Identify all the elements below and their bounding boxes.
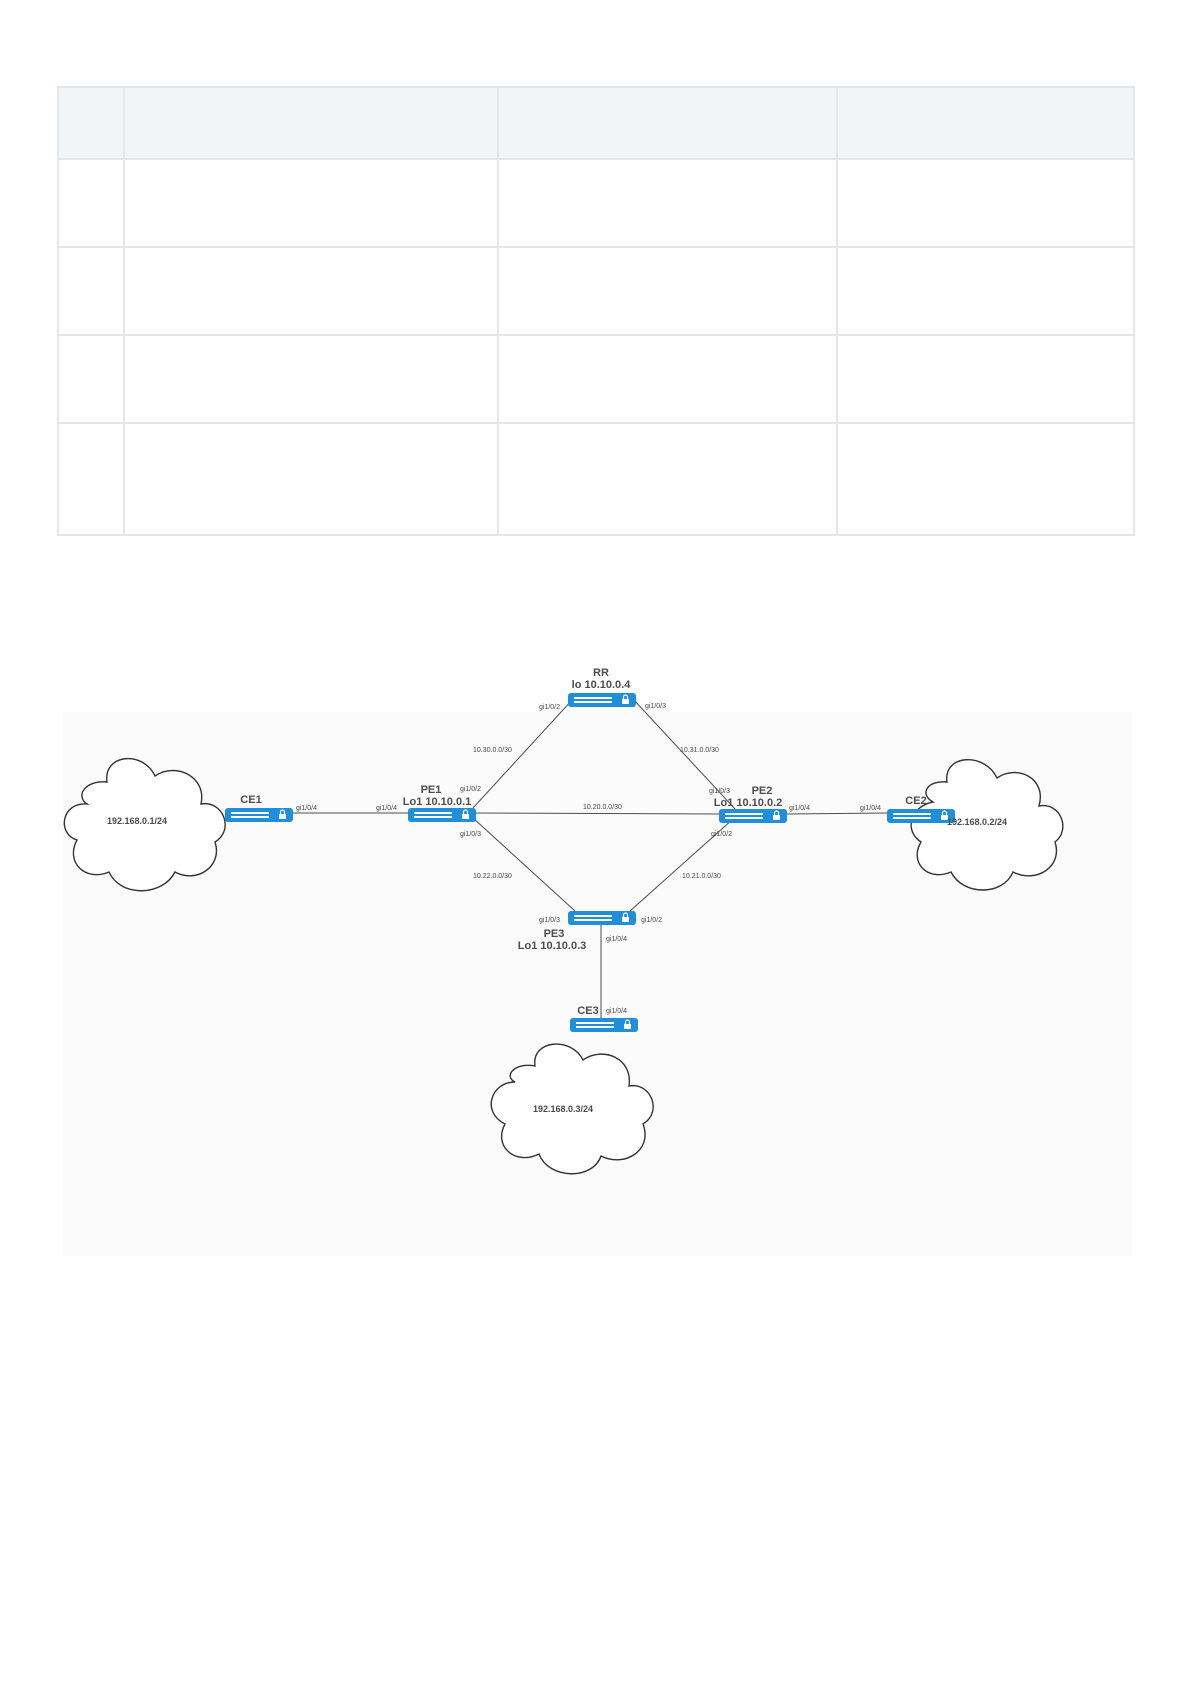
clouds — [63, 758, 1064, 1175]
cloud-right — [910, 759, 1064, 891]
pe1-loopback: Lo1 10.10.0.1 — [403, 796, 472, 808]
empty-table — [56, 86, 1135, 536]
network-diagram-svg: 192.168.0.1/24 192.168.0.2/24 192.168.0.3/… — [63, 667, 1064, 1175]
if-pe1-up: gi1/0/2 — [460, 786, 481, 793]
cloud-label-bottom: 192.168.0.3/24 — [533, 1104, 593, 1114]
link-pe1-rr — [472, 698, 574, 809]
table-cell — [56, 422, 126, 536]
if-pe1-down: gi1/0/3 — [460, 831, 481, 838]
lock-icon — [279, 814, 286, 819]
table-cell — [56, 334, 126, 424]
router-pe2 — [719, 809, 787, 823]
if-ce2-left: gi1/0/4 — [860, 805, 881, 812]
pe2-name: PE2 — [752, 785, 773, 797]
if-rr-left: gi1/0/2 — [539, 704, 560, 711]
if-pe3-left: gi1/0/3 — [539, 917, 560, 924]
table-row — [56, 246, 1135, 336]
table-cell — [56, 246, 126, 336]
table-cell — [496, 246, 839, 336]
router-ce3 — [570, 1018, 638, 1032]
ce1-name: CE1 — [240, 794, 261, 806]
router-pe3 — [568, 911, 636, 925]
if-ce3-up: gi1/0/4 — [606, 1008, 627, 1015]
link-pe1-pe2 — [474, 812, 720, 815]
net-rr-pe2: 10.31.0.0/30 — [680, 747, 719, 754]
cloud-label-left: 192.168.0.1/24 — [107, 816, 167, 826]
cloud-label-right: 192.168.0.2/24 — [947, 817, 1007, 827]
if-pe3-right: gi1/0/2 — [641, 917, 662, 924]
lock-icon — [624, 1024, 631, 1029]
link-pe2-pe3 — [629, 818, 734, 912]
table-row — [56, 422, 1135, 536]
link-pe2-ce2 — [786, 812, 888, 815]
header-cell — [496, 86, 839, 160]
ce3-name: CE3 — [577, 1005, 598, 1017]
network-diagram: 192.168.0.1/24 192.168.0.2/24 192.168.0.3/… — [63, 667, 1132, 1256]
pe3-name: PE3 — [544, 928, 565, 940]
table-cell — [56, 158, 126, 248]
header-cell — [123, 86, 499, 160]
table-cell — [836, 422, 1135, 536]
lock-icon — [622, 917, 629, 922]
pe3-loopback: Lo1 10.10.0.3 — [518, 940, 587, 952]
router-ce2 — [887, 809, 955, 823]
if-pe2-down: gi1/0/2 — [711, 831, 732, 838]
table-cell — [496, 158, 839, 248]
lock-icon — [462, 814, 469, 819]
table-cell — [123, 246, 499, 336]
table-cell — [836, 158, 1135, 248]
rr-name: RR — [593, 667, 609, 679]
router-pe1 — [408, 808, 476, 822]
if-pe2-right: gi1/0/4 — [789, 805, 810, 812]
if-ce1-right: gi1/0/4 — [296, 805, 317, 812]
lock-icon — [622, 699, 629, 704]
table-row — [56, 158, 1135, 248]
links — [293, 698, 888, 1018]
lock-icon — [773, 815, 780, 820]
cloud-left — [63, 758, 226, 892]
net-pe1-pe3: 10.22.0.0/30 — [473, 873, 512, 880]
net-rr-pe1: 10.30.0.0/30 — [473, 747, 512, 754]
link-rr-pe2 — [632, 698, 736, 810]
table-cell — [496, 422, 839, 536]
header-cell — [56, 86, 126, 160]
table-cell — [496, 334, 839, 424]
ce2-name: CE2 — [905, 795, 926, 807]
if-pe2-up: gi1/0/3 — [709, 788, 730, 795]
rr-loopback: lo 10.10.0.4 — [572, 679, 632, 691]
table-cell — [123, 334, 499, 424]
pe1-name: PE1 — [421, 784, 442, 796]
net-pe2-pe3: 10.21.0.0/30 — [682, 873, 721, 880]
pe2-loopback: Lo1 10.10.0.2 — [714, 797, 783, 809]
table-header-row — [56, 86, 1135, 160]
if-pe3-down: gi1/0/4 — [606, 936, 627, 943]
if-rr-right: gi1/0/3 — [645, 703, 666, 710]
cloud-bottom — [490, 1043, 654, 1175]
table-cell — [836, 334, 1135, 424]
if-pe1-left: gi1/0/4 — [376, 805, 397, 812]
diagram-content — [63, 693, 1064, 1175]
table-row — [56, 334, 1135, 424]
table-cell — [123, 422, 499, 536]
table-cell — [836, 246, 1135, 336]
net-pe1-pe2: 10.20.0.0/30 — [583, 804, 622, 811]
router-rr — [568, 693, 636, 707]
header-cell — [836, 86, 1135, 160]
lock-icon — [941, 815, 948, 820]
link-pe1-pe3 — [472, 817, 576, 912]
table-cell — [123, 158, 499, 248]
router-ce1 — [225, 808, 293, 822]
